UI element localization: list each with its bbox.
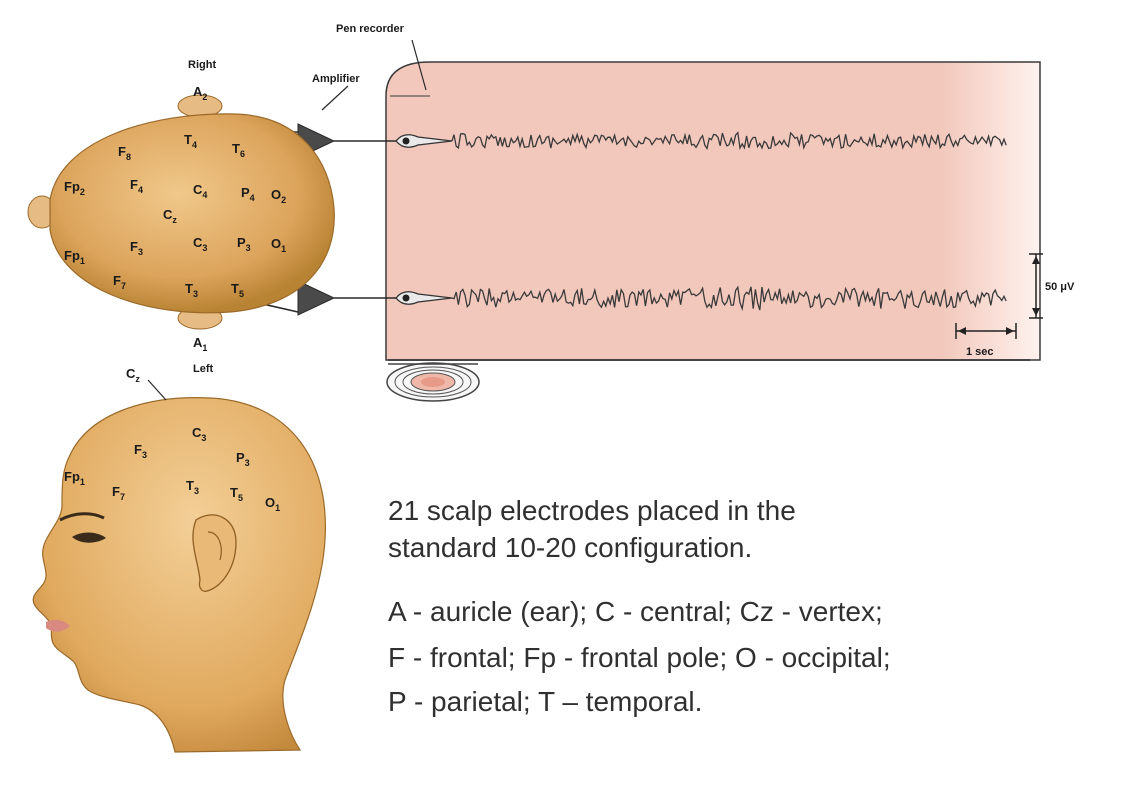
side-electrode-o1: O1 (265, 495, 280, 513)
description-line-1: 21 scalp electrodes placed in the (388, 495, 796, 526)
electrode-t4: T4 (184, 132, 197, 150)
eeg-trace-1 (451, 131, 1007, 151)
electrode-f8: F8 (118, 144, 131, 162)
voltage-scale-bar (1029, 253, 1043, 319)
electrode-o1: O1 (271, 236, 286, 254)
time-scale-label: 1 sec (966, 346, 994, 358)
electrode-f3: F3 (130, 239, 143, 257)
electrode-c3: C3 (193, 235, 207, 253)
electrode-p4: P4 (241, 185, 255, 203)
description-line-3: A - auricle (ear); C - central; Cz - ver… (388, 596, 883, 627)
left-label: Left (193, 363, 214, 375)
right-label: Right (188, 59, 216, 71)
voltage-scale-label: 50 μV (1045, 281, 1075, 293)
description-line-2: standard 10-20 configuration. (388, 532, 753, 563)
electrode-o2: O2 (271, 187, 286, 205)
description-line-4: F - frontal; Fp - frontal pole; O - occi… (388, 642, 891, 673)
electrode-fp2: Fp2 (64, 179, 85, 197)
side-head-outline (32, 397, 327, 753)
electrode-a2: A2 (193, 84, 207, 102)
head-outline (49, 113, 335, 314)
electrode-t5: T5 (231, 281, 244, 299)
pen-1 (395, 134, 453, 148)
side-electrode-p3: P3 (236, 450, 250, 468)
side-electrode-t5: T5 (230, 485, 243, 503)
electrode-fp1: Fp1 (64, 248, 85, 266)
side-electrode-fp1: Fp1 (64, 469, 85, 487)
side-view-head (32, 379, 327, 753)
side-electrode-f3: F3 (134, 442, 147, 460)
electrode-c4: C4 (193, 182, 207, 200)
electrode-a1: A1 (193, 335, 207, 353)
eeg-trace-2 (451, 285, 1007, 312)
eye (72, 532, 106, 543)
electrode-f4: F4 (130, 177, 143, 195)
top-view-head (27, 94, 335, 330)
electrode-t3: T3 (185, 281, 198, 299)
side-electrode-f7: F7 (112, 484, 125, 502)
side-electrode-cz: Cz (126, 366, 140, 384)
pen-recorder: 50 μV 1 sec (385, 61, 1075, 402)
ear (192, 514, 237, 592)
time-scale-bar (955, 323, 1017, 339)
side-electrode-c3: C3 (192, 425, 206, 443)
amplifier-label: Amplifier (312, 73, 360, 85)
lips (46, 619, 70, 632)
paper-roll (386, 362, 480, 402)
side-electrode-t3: T3 (186, 478, 199, 496)
recorder-paper (385, 61, 1041, 361)
electrode-p3: P3 (237, 235, 251, 253)
electrode-f7: F7 (113, 273, 126, 291)
description-line-5: P - parietal; T – temporal. (388, 686, 703, 717)
electrode-t6: T6 (232, 141, 245, 159)
pen-recorder-label: Pen recorder (336, 23, 405, 35)
electrode-cz: Cz (163, 207, 177, 225)
eyebrow (59, 512, 105, 522)
pen-2 (395, 291, 453, 305)
amplifier-2 (297, 280, 336, 316)
